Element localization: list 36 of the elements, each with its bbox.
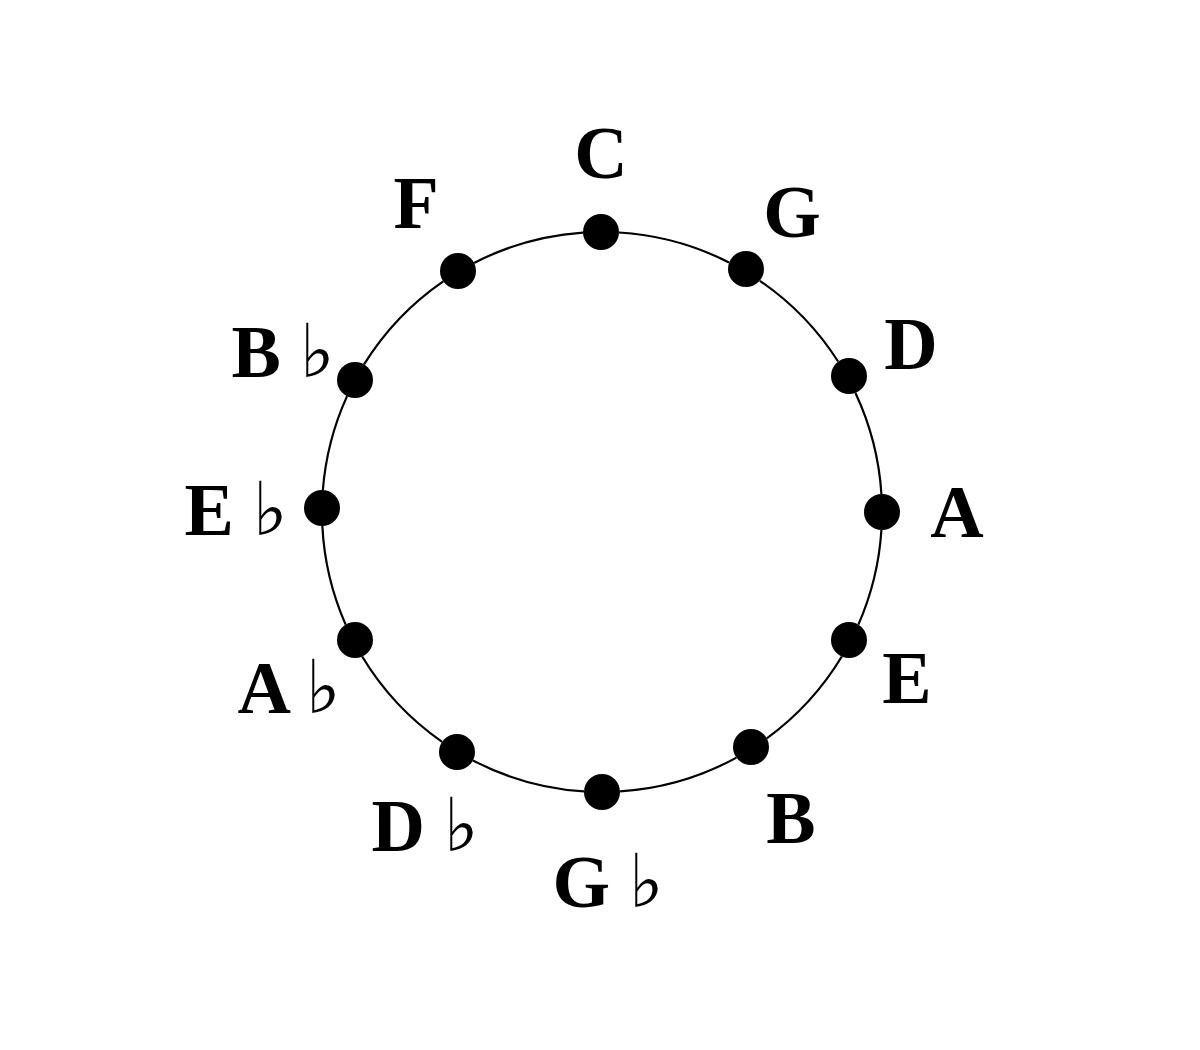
circle-arc	[759, 279, 839, 363]
note-dot	[864, 494, 900, 530]
note-label: D ♭	[371, 795, 479, 857]
note-dot	[337, 362, 373, 398]
circle-arc	[619, 756, 737, 793]
circle-arc	[363, 280, 444, 366]
circle-arc	[361, 655, 443, 743]
circle-arc	[321, 395, 349, 491]
note-label: A ♭	[237, 657, 341, 719]
note-dot	[583, 214, 619, 250]
note-label: F	[393, 172, 439, 234]
circle-arc	[857, 529, 883, 625]
circle-arc	[618, 231, 730, 264]
note-dot	[440, 253, 476, 289]
circle-arc	[473, 231, 584, 264]
note-label: C	[574, 122, 628, 184]
note-label: A	[930, 481, 984, 543]
note-label: G	[763, 181, 821, 243]
note-label: G ♭	[552, 851, 664, 913]
note-dot	[733, 729, 769, 765]
note-dot	[728, 251, 764, 287]
note-dot	[831, 358, 867, 394]
circle-arc	[321, 525, 347, 625]
note-dot	[304, 490, 340, 526]
note-dot	[337, 622, 373, 658]
note-label: B ♭	[231, 321, 335, 383]
circle-arc	[766, 655, 843, 740]
note-label: E	[882, 647, 932, 709]
note-dot	[584, 774, 620, 810]
note-label: D	[884, 313, 938, 375]
note-label: E ♭	[184, 479, 288, 541]
note-dot	[439, 734, 475, 770]
note-label: B	[766, 787, 816, 849]
circle-arc	[472, 759, 585, 793]
circle-arc	[854, 392, 883, 495]
note-dot	[831, 622, 867, 658]
